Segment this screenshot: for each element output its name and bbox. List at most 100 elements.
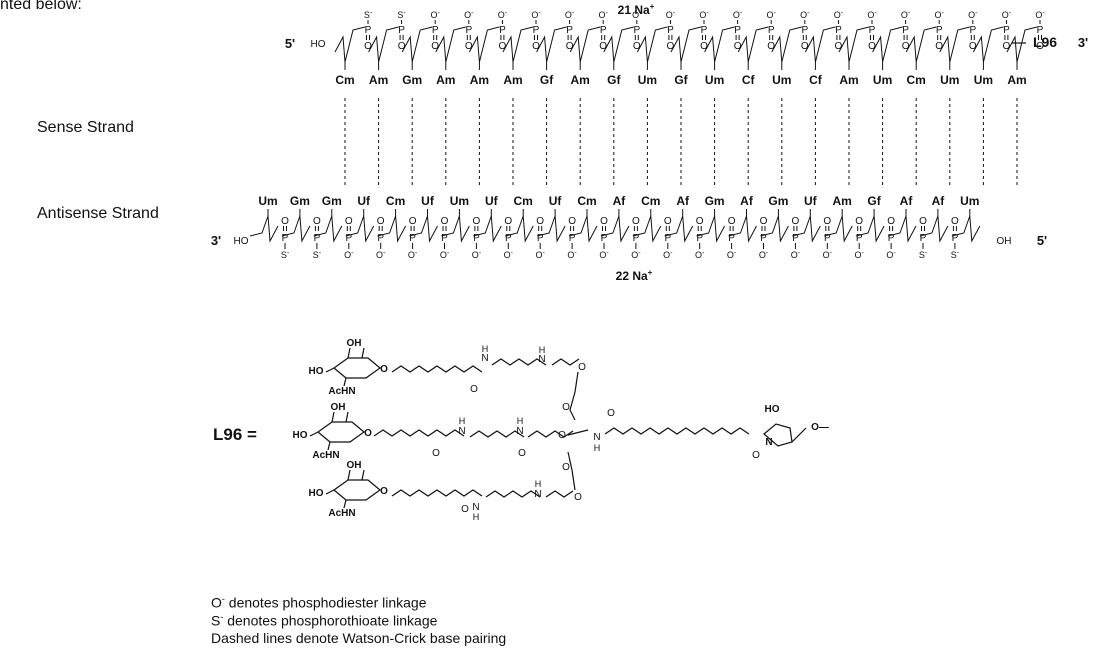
sense-oxygen: O (734, 41, 742, 52)
antisense-oxygen: O (951, 216, 959, 227)
sense-sugar-backbone (737, 26, 769, 63)
linker-chain (545, 490, 574, 498)
quaternary-bond (567, 429, 589, 436)
antisense-sugar-backbone (887, 215, 917, 243)
sense-sugar-backbone (435, 26, 466, 63)
pyrrolidine-ring (763, 423, 793, 447)
antisense-oxygen: O (855, 216, 863, 227)
antisense-oxygen: O (600, 216, 608, 227)
sense-phosphorus: P (566, 25, 573, 36)
legend-phosphodiester: O- denotes phosphodiester linkage (211, 594, 427, 611)
antisense-linkage-charge: O- (759, 250, 769, 260)
antisense-sugar-backbone (824, 215, 853, 243)
sugar-ring (333, 357, 381, 379)
sense-linkage-charge: O- (632, 10, 642, 20)
sense-nucleotide: Gm (402, 73, 422, 87)
antisense-linkage-charge: O- (567, 250, 577, 260)
antisense-linkage-charge: O- (855, 250, 865, 260)
sugar-oh-bond (361, 469, 365, 481)
antisense-linkage-charge: S- (919, 250, 928, 260)
linker-chain (527, 430, 574, 438)
sense-nucleotide: Am (1007, 73, 1026, 87)
sense-oxygen: O (633, 41, 641, 52)
sense-phosphorus: P (398, 25, 405, 36)
sense-sugar-backbone (872, 26, 903, 63)
linker-chain (373, 429, 465, 437)
antisense-phosphorus: P (473, 233, 480, 244)
sense-nucleotide: Um (638, 73, 657, 87)
antisense-nucleotide: Af (900, 194, 914, 208)
sense-phosphorus: P (768, 25, 775, 36)
antisense-sugar-backbone (281, 215, 311, 243)
antisense-oxygen: O (504, 216, 512, 227)
sense-nucleotide: Um (873, 73, 892, 87)
antisense-sugar-backbone (919, 215, 949, 243)
amide-hydrogen: H (482, 344, 489, 354)
antisense-nucleotide: Af (932, 194, 946, 208)
antisense-nucleotide: Am (833, 194, 852, 208)
antisense-nucleotide: Uf (421, 194, 435, 208)
l96-atom-labels: OHHOAcHNOOHHOAcHNOOHHOAcHNONHONHOONHONHO… (293, 338, 829, 522)
sense-nucleotide: Am (470, 73, 489, 87)
sense-phosphorus: P (701, 25, 708, 36)
antisense-linkage-charge: O- (631, 250, 641, 260)
antisense-oxygen: O (568, 216, 576, 227)
sense-phosphorus: P (969, 25, 976, 36)
antisense-linkage-charge: O- (599, 250, 609, 260)
sense-phosphorus: P (667, 25, 674, 36)
antisense-linkage-charge: O- (663, 250, 673, 260)
sense-linkage-charge: O- (733, 10, 743, 20)
sugar-achn-bond (343, 499, 347, 509)
antisense-nucleotide: Af (740, 194, 754, 208)
antisense-phosphorus: P (920, 233, 927, 244)
antisense-phosphorus: P (696, 233, 703, 244)
antisense-nucleotide: Um (450, 194, 469, 208)
antisense-sugar-backbone (249, 215, 279, 243)
antisense-phosphorus: P (569, 233, 576, 244)
antisense-linkage-charge: O- (344, 250, 354, 260)
antisense-sugar-backbone (728, 215, 757, 243)
amide-nitrogen: N (538, 354, 545, 365)
antisense-linkage-charge: O- (823, 250, 833, 260)
sense-sugar-backbone (569, 26, 601, 63)
sense-linkage-charge: O- (699, 10, 709, 20)
sense-nucleotide: Am (503, 73, 522, 87)
antisense-phosphorus: P (345, 233, 352, 244)
sense-phosphorus: P (869, 25, 876, 36)
antisense-sugar-backbone (855, 215, 885, 243)
sense-phosphorus: P (1003, 25, 1010, 36)
antisense-phosphorus: P (856, 233, 863, 244)
sense-oxygen: O (431, 41, 439, 52)
sense-nucleotide: Um (974, 73, 993, 87)
sense-oxygen: O (398, 41, 406, 52)
sugar-ring-oxygen: O (380, 364, 388, 375)
ether-oxygen: O (562, 462, 570, 473)
antisense-oxygen: O (823, 216, 831, 227)
antisense-nucleotide: Uf (804, 194, 818, 208)
antisense-sugar-backbone (792, 215, 821, 243)
sense-sugar-backbone (972, 26, 1004, 63)
sense-linkage-charge: O- (800, 10, 810, 20)
sense-ho-group: HO (311, 39, 326, 50)
sugar-oh-bond (347, 469, 351, 481)
sugar-oh-bond (345, 411, 349, 423)
antisense-phosphorus: P (760, 233, 767, 244)
antisense-phosphorus: P (409, 233, 416, 244)
sense-linkage-charge: O- (767, 10, 777, 20)
sugar-oh-bond (331, 411, 335, 423)
antisense-oxygen: O (377, 216, 385, 227)
antisense-sugar-backbone (536, 215, 566, 243)
antisense-sugar-backbone (600, 215, 630, 243)
sense-oxygen: O (599, 41, 607, 52)
amide-hydrogen: H (539, 345, 546, 355)
sugar-oh-bond (361, 347, 365, 359)
amide-hydrogen: H (594, 443, 601, 453)
antisense-counter-ion: 22 Na+ (616, 268, 653, 283)
linker-chain (391, 365, 483, 373)
sense-phosphorus: P (499, 25, 506, 36)
sense-oxygen: O (935, 41, 943, 52)
antisense-sugar-backbone (632, 215, 662, 243)
sense-strand-label: Sense Strand (37, 119, 134, 136)
